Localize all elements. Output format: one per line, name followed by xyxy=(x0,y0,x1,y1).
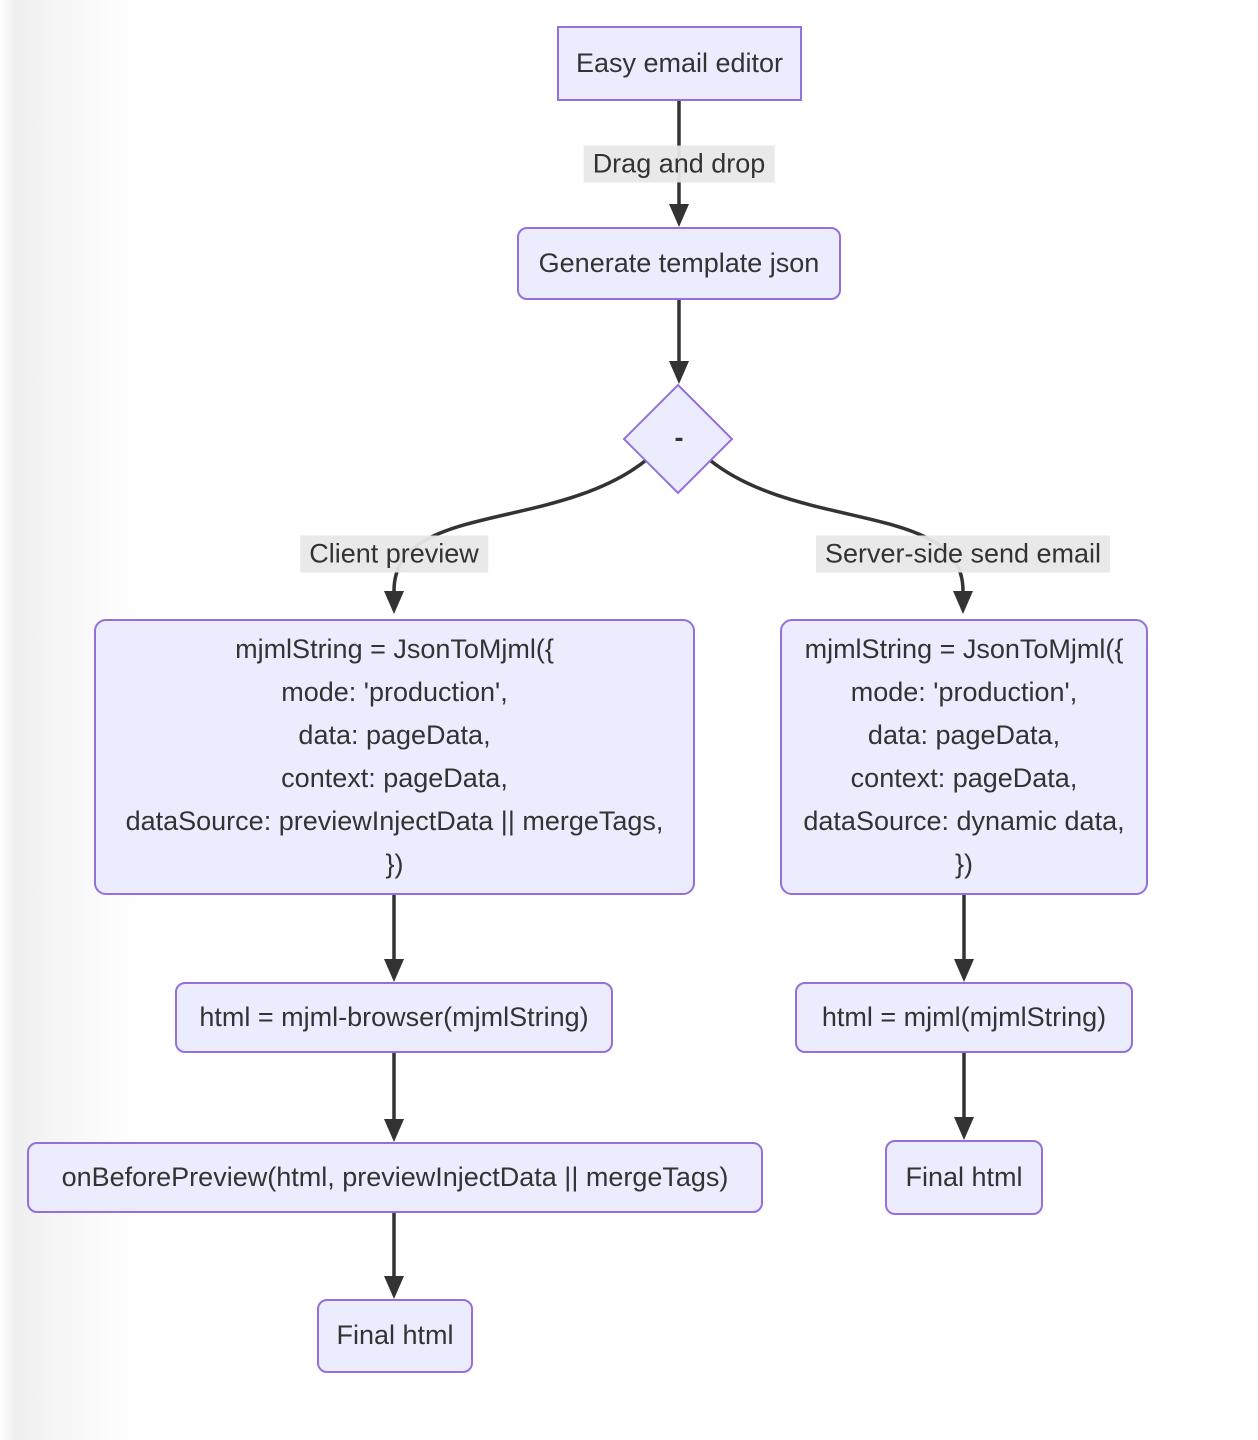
code-line: context: pageData, xyxy=(850,763,1078,793)
code-line: data: pageData, xyxy=(867,720,1061,750)
node-generate-template-json-label: Generate template json xyxy=(538,247,820,278)
code-line: }) xyxy=(954,849,973,879)
arrowhead-onbefore xyxy=(384,1119,404,1142)
arrowhead-server-code xyxy=(953,591,973,614)
edge-label-client-preview: Client preview xyxy=(300,535,488,573)
decision-diamond-shape xyxy=(622,383,734,495)
code-line: mode: 'production', xyxy=(850,677,1078,707)
code-line: }) xyxy=(385,849,404,879)
arrowhead-client-code xyxy=(384,591,404,614)
decision-diamond-label: - xyxy=(674,422,684,453)
node-final-html-server: Final html xyxy=(885,1140,1043,1215)
node-mjml-browser: html = mjml-browser(mjmlString) xyxy=(175,982,613,1053)
code-line: data: pageData, xyxy=(298,720,491,750)
code-line: mjmlString = JsonToMjml({ xyxy=(235,634,554,664)
arrowhead-mjml xyxy=(954,959,974,982)
arrowhead-finalclient xyxy=(384,1276,404,1299)
code-line: dataSource: previewInjectData || mergeTa… xyxy=(125,806,664,836)
edge-label-server-side-send: Server-side send email xyxy=(815,535,1111,573)
node-generate-template-json: Generate template json xyxy=(517,227,841,300)
arrowhead-generate xyxy=(669,204,689,227)
arrowhead-decision xyxy=(669,361,689,384)
node-mjml: html = mjml(mjmlString) xyxy=(795,982,1133,1053)
node-final-html-server-label: Final html xyxy=(905,1161,1023,1192)
edge-label-drag-and-drop: Drag and drop xyxy=(583,145,775,183)
node-mjml-browser-label: html = mjml-browser(mjmlString) xyxy=(199,1001,589,1032)
node-easy-email-editor: Easy email editor xyxy=(557,26,802,101)
node-server-jsontomjml: mjmlString = JsonToMjml({ mode: 'product… xyxy=(780,619,1148,895)
node-client-jsontomjml: mjmlString = JsonToMjml({ mode: 'product… xyxy=(94,619,695,895)
code-line: mode: 'production', xyxy=(281,677,508,707)
node-onbeforepreview: onBeforePreview(html, previewInjectData … xyxy=(27,1142,763,1213)
node-final-html-client-label: Final html xyxy=(336,1320,454,1351)
node-onbeforepreview-label: onBeforePreview(html, previewInjectData … xyxy=(61,1161,729,1192)
code-line: mjmlString = JsonToMjml({ xyxy=(804,634,1124,664)
arrowhead-mjmlbrowser xyxy=(384,959,404,982)
code-line: context: pageData, xyxy=(281,763,508,793)
node-easy-email-editor-label: Easy email editor xyxy=(575,47,784,78)
node-mjml-label: html = mjml(mjmlString) xyxy=(821,1001,1107,1032)
node-final-html-client: Final html xyxy=(317,1299,473,1373)
code-line: dataSource: dynamic data, xyxy=(803,806,1125,836)
arrowhead-finalserver xyxy=(954,1117,974,1140)
